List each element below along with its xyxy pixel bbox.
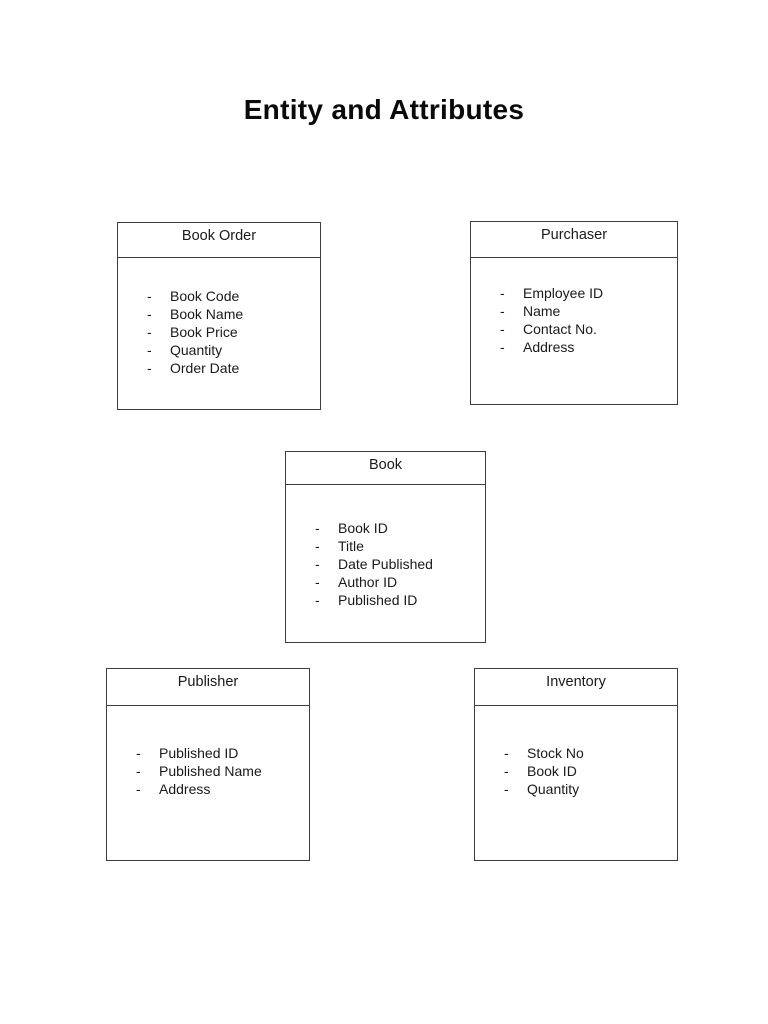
attribute-label: Book ID [527, 763, 577, 779]
entity-title: Book [286, 452, 485, 485]
attribute-label: Address [159, 781, 211, 797]
attribute-row: - Contact No. [471, 320, 677, 338]
dash-bullet: - [147, 360, 152, 376]
attribute-row: - Title [286, 537, 485, 555]
attribute-row: - Stock No [475, 744, 677, 762]
attribute-label: Book Name [170, 306, 244, 322]
attribute-row: - Order Date [118, 359, 320, 377]
dash-bullet: - [500, 339, 505, 355]
dash-bullet: - [500, 321, 505, 337]
dash-bullet: - [504, 781, 509, 797]
entity-box-book-order: Book Order - Book Code - Book Name - Book Pri… [117, 222, 321, 410]
attribute-label: Order Date [170, 360, 240, 376]
dash-bullet: - [147, 342, 152, 358]
entity-box-book: Book - Book ID - Title - Date Published - Autho… [285, 451, 486, 643]
entity-title: Inventory [475, 669, 677, 706]
dash-bullet: - [315, 520, 320, 536]
attribute-row: - Book Name [118, 305, 320, 323]
dash-bullet: - [147, 306, 152, 322]
dash-bullet: - [136, 781, 141, 797]
attribute-row: - Date Published [286, 555, 485, 573]
attribute-label: Title [338, 538, 364, 554]
attribute-row: - Address [471, 338, 677, 356]
dash-bullet: - [315, 592, 320, 608]
attribute-label: Book Price [170, 324, 238, 340]
attribute-label: Stock No [527, 745, 584, 761]
attribute-label: Contact No. [523, 321, 597, 337]
entity-attribute-list: - Stock No - Book ID - Quantity [475, 706, 677, 798]
attribute-row: - Book ID [286, 519, 485, 537]
dash-bullet: - [500, 285, 505, 301]
dash-bullet: - [147, 288, 152, 304]
attribute-row: - Book ID [475, 762, 677, 780]
entity-title: Book Order [118, 223, 320, 258]
attribute-label: Quantity [527, 781, 580, 797]
entity-attribute-list: - Book Code - Book Name - Book Price - Quantity… [118, 258, 320, 377]
attribute-label: Date Published [338, 556, 433, 572]
attribute-label: Published ID [159, 745, 239, 761]
page-title: Entity and Attributes [243, 94, 525, 125]
entity-box-publisher: Publisher - Published ID - Published Name - A… [106, 668, 310, 861]
attribute-label: Employee ID [523, 285, 604, 301]
attribute-label: Author ID [338, 574, 398, 590]
attribute-label: Name [523, 303, 561, 319]
entity-title: Publisher [107, 669, 309, 706]
attribute-label: Quantity [170, 342, 223, 358]
attribute-row: - Published Name [107, 762, 309, 780]
entity-attribute-list: -Book ID-Title-Date Published-Author ID-… [286, 485, 485, 609]
entity-title: Purchaser [471, 222, 677, 258]
attribute-row: - Published ID [107, 744, 309, 762]
attribute-label: Book ID [338, 520, 388, 536]
dash-bullet: - [504, 745, 509, 761]
dash-bullet: - [147, 324, 152, 340]
attribute-label: Address [523, 339, 575, 355]
attribute-label: Published ID [338, 592, 418, 608]
attribute-row: - Quantity [475, 780, 677, 798]
dash-bullet: - [315, 538, 320, 554]
attribute-row: - Book Code [118, 287, 320, 305]
attribute-row: - Employee ID [471, 284, 677, 302]
attribute-row: - Quantity [118, 341, 320, 359]
attribute-row: - Author ID [286, 573, 485, 591]
dash-bullet: - [136, 763, 141, 779]
dash-bullet: - [136, 745, 141, 761]
entity-attribute-list: - Published ID - Published Name - Address [107, 706, 309, 798]
attribute-row: - Name [471, 302, 677, 320]
dash-bullet: - [315, 574, 320, 590]
attribute-row: - Published ID [286, 591, 485, 609]
dash-bullet: - [500, 303, 505, 319]
attribute-label: Book Code [170, 288, 240, 304]
attribute-row: - Book Price [118, 323, 320, 341]
entity-box-purchaser: Purchaser -Employee ID-Name-Contact No.-… [470, 221, 678, 405]
dash-bullet: - [315, 556, 320, 572]
attribute-label: Published Name [159, 763, 262, 779]
entity-attribute-list: - Employee ID - Name - Contact No. - Address [471, 258, 677, 356]
entity-box-inventory: Inventory - Stock No - Book ID - Quantity [474, 668, 678, 861]
dash-bullet: - [504, 763, 509, 779]
attribute-row: - Address [107, 780, 309, 798]
